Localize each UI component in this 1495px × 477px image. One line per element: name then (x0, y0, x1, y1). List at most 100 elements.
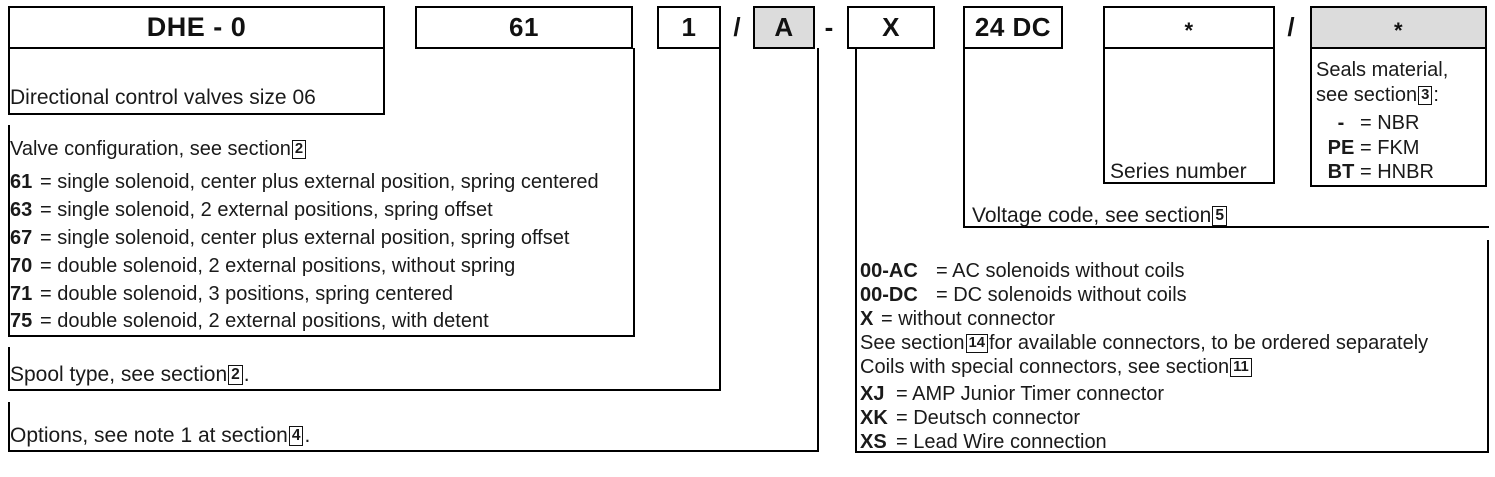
valve-config-text-67: = single solenoid, center plus external … (40, 227, 570, 249)
leader-series-left (1103, 48, 1105, 184)
connector-type-row-xs: XS= Lead Wire connection (860, 432, 1107, 452)
section-ref-11[interactable]: 11 (1230, 358, 1252, 377)
code-box-voltage-code[interactable]: 24 DC (963, 6, 1063, 49)
valve-config-code-71: 71 (10, 283, 33, 305)
valve-configuration-heading-text: Valve configuration, see section (10, 138, 291, 160)
connector-type-row-xk: XK = Deutsch connector (860, 408, 1080, 428)
leader-valvecfg-right (633, 48, 635, 337)
leader-prefix-bottom (8, 113, 385, 115)
leader-connector-right (1487, 240, 1489, 453)
seals-text-hnbr: = HNBR (1360, 161, 1434, 183)
connector-type-code-xk: XK (860, 407, 888, 429)
leader-spool-bottom (8, 389, 721, 391)
section-ref-2[interactable]: 2 (291, 140, 307, 159)
connector-row-00ac: 00-AC = AC solenoids without coils (860, 261, 1184, 281)
code-box-options-value: A (774, 12, 794, 42)
code-box-options[interactable]: A (753, 6, 815, 49)
leader-connector-left (855, 48, 857, 453)
code-box-voltage-code-value: 24 DC (974, 12, 1052, 42)
section-ref-4[interactable]: 4 (288, 426, 304, 446)
seals-code-hnbr: BT (1327, 161, 1355, 183)
valve-config-row-70: 70= double solenoid, 2 external position… (10, 256, 515, 276)
code-box-connector-value: X (882, 12, 900, 42)
section-ref-14[interactable]: 14 (965, 334, 988, 353)
code-box-series-number-value: * (1184, 17, 1194, 43)
code-box-seals-material[interactable]: * (1310, 6, 1487, 49)
spool-type-text: Spool type, see section (10, 363, 228, 386)
valve-config-row-67: 67= single solenoid, center plus externa… (10, 228, 569, 248)
seals-row-hnbr: BT= HNBR (1322, 162, 1434, 182)
section-ref-3[interactable]: 3 (1418, 86, 1433, 105)
seals-material-text-2: see section (1316, 84, 1418, 106)
connector-text-00dc: = DC solenoids without coils (936, 284, 1187, 306)
separator-slash-2: / (1277, 6, 1305, 49)
seals-code-nbr: - (1337, 112, 1345, 134)
seals-row-fkm: PE= FKM (1322, 137, 1420, 159)
seals-text-fkm: = FKM (1360, 137, 1420, 159)
leader-options-bottom (8, 450, 819, 452)
code-box-valve-configuration[interactable]: 61 (415, 6, 633, 49)
note-special-connectors: Coils with special connectors, see secti… (860, 357, 1253, 377)
note-available-connectors-pre: See section (860, 332, 965, 354)
leader-seals-left (1310, 48, 1312, 187)
connector-type-row-xj: XJ= AMP Junior Timer connector (860, 384, 1164, 404)
section-ref-5[interactable]: 5 (1212, 206, 1227, 226)
connector-row-x: X = without connector (860, 309, 1055, 329)
options-period: . (304, 424, 311, 447)
valve-config-code-61: 61 (10, 171, 33, 193)
separator-slash-1-value: / (733, 12, 741, 42)
connector-code-00ac: 00-AC (860, 260, 918, 282)
valve-config-row-61: 61 = single solenoid, center plus externa… (10, 172, 599, 192)
valve-config-text-61: = single solenoid, center plus external … (40, 171, 599, 193)
valve-config-text-75: = double solenoid, 2 external positions,… (40, 310, 489, 332)
connector-type-text-xk: = Deutsch connector (896, 407, 1080, 429)
valve-config-code-63: 63 (10, 199, 33, 221)
separator-slash-1: / (725, 6, 749, 49)
leader-spool-left (8, 347, 10, 391)
voltage-code-text: Voltage code, see section (972, 204, 1212, 227)
valve-config-text-71: = double solenoid, 3 positions, spring c… (40, 283, 454, 305)
valve-config-code-70: 70 (10, 255, 33, 277)
options-text: Options, see note 1 at section (10, 424, 288, 447)
leader-connector-bottom (855, 451, 1489, 453)
code-box-spool-type-value: 1 (681, 12, 697, 42)
connector-type-text-xs: = Lead Wire connection (896, 431, 1107, 453)
connector-text-00ac: = AC solenoids without coils (936, 260, 1185, 282)
connector-text-x: = without connector (881, 308, 1055, 330)
note-special-connectors-pre: Coils with special connectors, see secti… (860, 356, 1230, 378)
valve-config-row-75: 75= double solenoid, 2 external position… (10, 311, 489, 331)
connector-code-x: X (860, 308, 874, 330)
section-ref-2-spool[interactable]: 2 (228, 365, 243, 385)
connector-type-text-xj: = AMP Junior Timer connector (896, 383, 1165, 405)
code-box-connector[interactable]: X (847, 6, 935, 49)
leader-valvecfg-bottom (8, 335, 635, 337)
leader-prefix-right (383, 48, 385, 115)
seals-material-text-1: Seals material, (1316, 59, 1449, 81)
leader-series-right (1273, 48, 1275, 184)
leader-voltage-left (963, 48, 965, 228)
series-number-text: Series number (1110, 160, 1247, 183)
leader-series-bottom (1103, 182, 1275, 184)
seals-text-nbr: = NBR (1360, 112, 1420, 134)
seals-code-fkm: PE (1327, 137, 1355, 159)
separator-dash-value: - (824, 12, 834, 42)
leader-prefix-left (8, 48, 10, 115)
connector-code-00dc: 00-DC (860, 284, 918, 306)
product-description-text: Directional control valves size 06 (10, 86, 316, 109)
code-box-valve-configuration-value: 61 (509, 12, 539, 42)
code-box-series-number[interactable]: * (1103, 6, 1275, 49)
connector-row-00dc: 00-DC = DC solenoids without coils (860, 285, 1187, 305)
seals-row-nbr: -= NBR (1322, 112, 1420, 134)
series-number-label: Series number (1110, 161, 1247, 182)
code-box-spool-type[interactable]: 1 (657, 6, 721, 49)
leader-voltage-bottom (963, 226, 1489, 228)
leader-options-left (8, 402, 10, 452)
code-box-prefix[interactable]: DHE - 0 (8, 6, 385, 49)
leader-options-right (817, 48, 819, 452)
note-available-connectors-post: for available connectors, to be ordered … (988, 332, 1429, 354)
code-box-seals-material-value: * (1393, 17, 1404, 43)
